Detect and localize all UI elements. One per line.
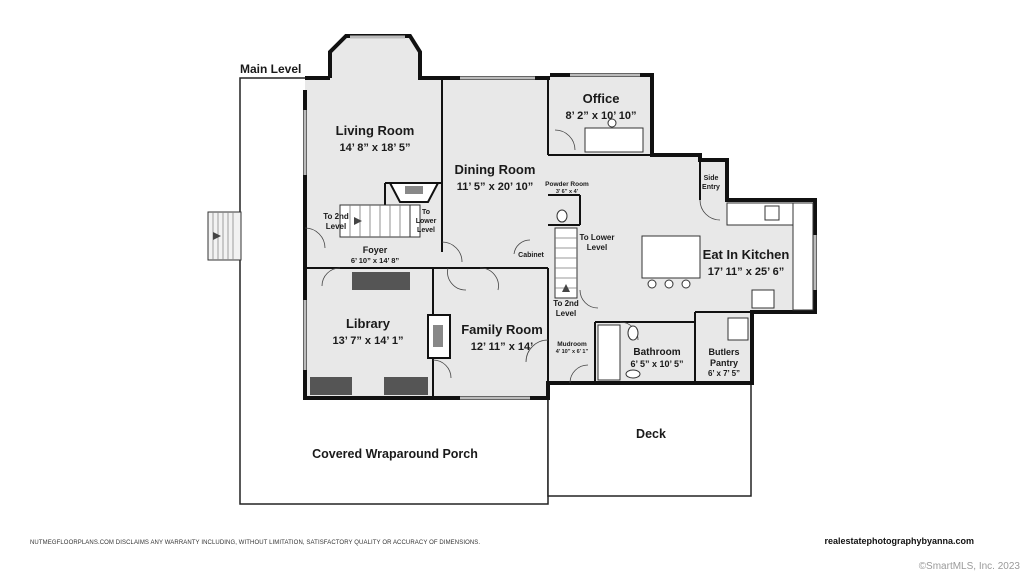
mudroom-name: Mudroom: [557, 341, 587, 348]
office-name: Office: [583, 91, 620, 106]
butlers-pantry-dims: 6’ x 7’ 5”: [708, 369, 740, 378]
pantry-sink: [727, 317, 749, 341]
butlers-pantry-name-2: Pantry: [710, 358, 738, 368]
side-entry-label-2: Entry: [702, 184, 720, 191]
to-lower-b-1: To Lower: [580, 233, 615, 242]
living-room-name: Living Room: [336, 123, 415, 138]
level-label: Main Level: [240, 62, 301, 76]
side-entry-label-1: Side: [704, 175, 719, 182]
arrow-right-icon: [354, 217, 362, 225]
library-bench: [352, 272, 410, 290]
door-swings: [304, 129, 721, 384]
powder-room-name: Powder Room: [545, 181, 589, 188]
library-cabinet-left: [310, 377, 352, 395]
toilet: [627, 325, 639, 341]
library-cabinet-right: [384, 377, 428, 395]
bathroom-dims: 6’ 5” x 10’ 5”: [630, 359, 683, 369]
bathroom-sink: [625, 369, 641, 379]
arrow-up-icon: [562, 284, 570, 292]
stool-1: [647, 279, 657, 289]
porch-name: Covered Wraparound Porch: [312, 447, 478, 461]
dining-room-name: Dining Room: [455, 162, 536, 177]
kitchen-dims: 17’ 11” x 25’ 6”: [708, 266, 784, 278]
family-room-name: Family Room: [461, 322, 543, 337]
arrow-right-icon: [213, 232, 221, 240]
to-lower-a-2: Lower: [416, 218, 437, 225]
to-lower-a-3: Level: [417, 227, 435, 234]
cabinet-label: Cabinet: [518, 252, 544, 259]
to-2nd-level-a-2: Level: [326, 222, 346, 231]
kitchen-range: [751, 289, 775, 309]
office-dims: 8’ 2” x 10’ 10”: [566, 110, 637, 122]
family-room-dims: 12’ 11” x 14’: [471, 341, 533, 353]
dining-room-dims: 11’ 5” x 20’ 10”: [457, 181, 533, 193]
fireplace-living: [388, 182, 440, 203]
copyright-watermark: ©SmartMLS, Inc. 2023: [918, 561, 1020, 572]
powder-toilet: [556, 209, 568, 223]
office-chair: [607, 118, 617, 128]
powder-room-dims: 3’ 6” x 4’: [556, 189, 579, 195]
stool-3: [681, 279, 691, 289]
library-name: Library: [346, 316, 391, 331]
kitchen-counter-side: [792, 202, 814, 311]
butlers-pantry-name-1: Butlers: [708, 347, 739, 357]
stairs-kitchen: [554, 227, 578, 299]
kitchen-counter-top: [726, 202, 794, 226]
entry-steps: [207, 211, 242, 261]
disclaimer-text: NUTMEGFLOORPLANS.COM DISCLAIMS ANY WARRA…: [30, 540, 481, 546]
to-lower-b-2: Level: [587, 243, 607, 252]
website-link[interactable]: realestatephotographybyanna.com: [824, 536, 974, 546]
living-room-dims: 14’ 8” x 18’ 5”: [340, 142, 411, 154]
mudroom-dims: 4’ 10” x 6’ 1”: [556, 349, 589, 355]
to-lower-a-1: To: [422, 209, 430, 216]
fireplace-family: [427, 314, 451, 359]
deck-name: Deck: [636, 427, 666, 441]
stool-2: [664, 279, 674, 289]
deck-outline: [547, 382, 752, 497]
library-dims: 13’ 7” x 14’ 1”: [333, 335, 404, 347]
to-2nd-level-a-1: To 2nd: [323, 212, 349, 221]
stairs-upper: [339, 204, 421, 238]
kitchen-sink: [764, 205, 780, 221]
bathroom-name: Bathroom: [633, 347, 680, 358]
foyer-name: Foyer: [363, 245, 388, 255]
foyer-dims: 6’ 10” x 14’ 8”: [351, 256, 400, 265]
kitchen-island: [641, 235, 701, 279]
office-desk: [584, 127, 644, 153]
to-2nd-level-b-1: To 2nd: [553, 299, 579, 308]
outer-walls: [303, 34, 817, 400]
to-2nd-level-b-2: Level: [556, 309, 576, 318]
kitchen-name: Eat In Kitchen: [703, 247, 790, 262]
bathtub: [597, 324, 621, 381]
windows: [303, 35, 817, 400]
